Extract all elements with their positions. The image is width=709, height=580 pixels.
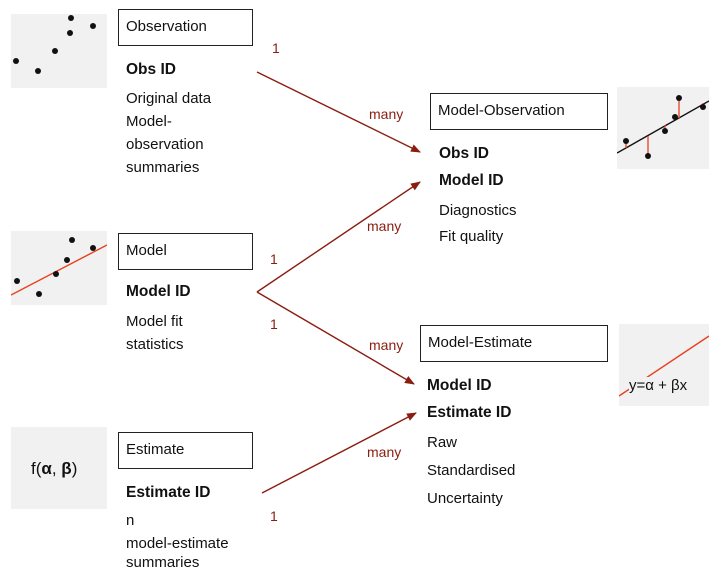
estimate-fields: n model-estimate summaries: [126, 509, 229, 571]
cardinality-model-one-bottom: 1: [270, 316, 278, 332]
estimate-field: n: [126, 512, 135, 529]
cardinality-estimate-one: 1: [270, 508, 278, 524]
cardinality-observation-one: 1: [272, 40, 280, 56]
model-estimate-title: Model-Estimate: [428, 334, 533, 351]
arrow-model-to-model-observation: [256, 181, 421, 293]
estimate-formula-thumbnail: f(α, β): [11, 427, 107, 509]
estimate-field: model-estimate: [126, 535, 229, 552]
cardinality-model-many-bottom: many: [369, 337, 404, 353]
model-key-model-id: Model ID: [126, 283, 191, 300]
model-title-box[interactable]: Model: [118, 233, 253, 270]
model-observation-field: Fit quality: [439, 228, 504, 245]
model-estimate-title-box[interactable]: Model-Estimate: [420, 325, 608, 362]
model-field: Model fit: [126, 313, 183, 330]
cardinality-observation-many: many: [369, 106, 404, 122]
cardinality-model-many-top: many: [367, 218, 402, 234]
estimate-formula: f(α, β): [31, 459, 78, 478]
model-estimate-field: Standardised: [427, 462, 516, 479]
model-fields: Model fit statistics: [126, 310, 184, 356]
estimate-title-box[interactable]: Estimate: [118, 432, 253, 469]
estimate-key-estimate-id: Estimate ID: [126, 484, 211, 501]
model-field: statistics: [126, 336, 184, 353]
observation-title: Observation: [126, 18, 207, 35]
cardinality-estimate-many: many: [367, 444, 402, 460]
observation-key-obs-id: Obs ID: [126, 61, 176, 78]
observation-title-box[interactable]: Observation: [118, 9, 253, 46]
model-estimate-field: Uncertainty: [427, 490, 503, 507]
model-estimate-key-model-id: Model ID: [427, 377, 492, 394]
model-observation-key-model-id: Model ID: [439, 172, 504, 189]
regression-equation: y=α + βx: [629, 377, 688, 394]
model-title: Model: [126, 242, 167, 259]
model-estimate-line-thumbnail: y=α + βx: [619, 324, 709, 406]
arrow-model-to-model-estimate: [256, 291, 415, 385]
model-estimate-fields: Raw Standardised Uncertainty: [427, 429, 515, 513]
model-observation-fields: Diagnostics Fit quality: [439, 197, 517, 249]
observation-fields: Original data Model- observation summari…: [126, 87, 211, 179]
arrow-estimate-to-model-estimate: [261, 412, 417, 494]
cardinality-model-one-top: 1: [270, 251, 278, 267]
arrow-observation-to-model-observation: [256, 71, 421, 153]
model-fit-thumbnail: [11, 231, 107, 305]
observation-field: Original data: [126, 90, 212, 107]
model-observation-field: Diagnostics: [439, 202, 517, 219]
observation-scatter-thumbnail: [11, 14, 107, 88]
model-observation-residuals-thumbnail: [617, 87, 709, 169]
observation-field: summaries: [126, 159, 200, 176]
model-observation-title: Model-Observation: [438, 102, 565, 119]
model-observation-key-obs-id: Obs ID: [439, 145, 489, 162]
estimate-title: Estimate: [126, 441, 185, 458]
model-estimate-field: Raw: [427, 434, 458, 451]
estimate-field: summaries: [126, 554, 200, 571]
model-estimate-key-estimate-id: Estimate ID: [427, 404, 512, 421]
model-observation-title-box[interactable]: Model-Observation: [430, 93, 608, 130]
observation-field: observation: [126, 136, 204, 153]
observation-field: Model-: [126, 113, 172, 130]
